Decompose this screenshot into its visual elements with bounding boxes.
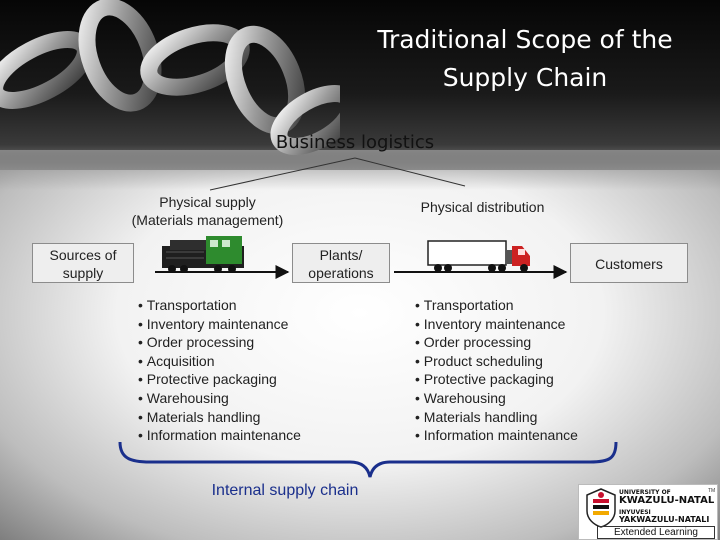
- truck-icon: [427, 240, 530, 272]
- distribution-activity: Inventory maintenance: [415, 315, 578, 334]
- slide-title-line-1: Traditional Scope of the: [377, 25, 673, 54]
- distribution-activity: Warehousing: [415, 389, 578, 408]
- sources-label-line-2: supply: [62, 265, 104, 281]
- supply-activity: Warehousing: [138, 389, 301, 408]
- logo-line-3: INYUVESI: [619, 509, 651, 516]
- plants-label-line-1: Plants/: [319, 247, 363, 263]
- supply-activity: Order processing: [138, 333, 301, 352]
- supply-activity: Transportation: [138, 296, 301, 315]
- logo-line-2: KWAZULU-NATAL: [619, 495, 715, 506]
- supply-activity: Acquisition: [138, 352, 301, 371]
- supply-activity: Inventory maintenance: [138, 315, 301, 334]
- materials-management-label: (Materials management): [131, 212, 284, 228]
- sources-label-line-1: Sources of: [49, 247, 117, 263]
- chain-links-image: [0, 0, 340, 155]
- physical-distribution-activities: Transportation Inventory maintenance Ord…: [415, 296, 578, 445]
- physical-distribution-label: Physical distribution: [420, 199, 545, 215]
- plants-operations-box: Plants/ operations: [292, 243, 390, 283]
- slide-title-line-2: Supply Chain: [442, 63, 608, 92]
- university-logo: UNIVERSITY OF KWAZULU-NATAL INYUVESI YAK…: [578, 484, 718, 540]
- distribution-activity: Transportation: [415, 296, 578, 315]
- business-logistics-label: Business logistics: [275, 132, 435, 153]
- supply-activity: Information maintenance: [138, 426, 301, 445]
- distribution-activity: Information maintenance: [415, 426, 578, 445]
- logo-line-1: UNIVERSITY OF: [619, 489, 671, 496]
- distribution-activity: Order processing: [415, 333, 578, 352]
- internal-supply-chain-label: Internal supply chain: [211, 482, 359, 499]
- logo-line-4: YAKWAZULU-NATALI: [619, 515, 710, 524]
- customers-box: Customers: [570, 243, 688, 283]
- crest-icon: [586, 488, 616, 528]
- header-fade: [0, 150, 720, 190]
- distribution-activity: Materials handling: [415, 408, 578, 427]
- header-band: [0, 0, 720, 170]
- physical-supply-label: Physical supply: [159, 194, 256, 210]
- extended-learning-label: Extended Learning: [597, 526, 715, 539]
- logo-trademark: TM: [708, 488, 716, 494]
- distribution-activity: Protective packaging: [415, 370, 578, 389]
- supply-activity: Protective packaging: [138, 370, 301, 389]
- plants-label-line-2: operations: [308, 265, 374, 281]
- supply-activity: Materials handling: [138, 408, 301, 427]
- physical-supply-activities: Transportation Inventory maintenance Ord…: [138, 296, 301, 445]
- sources-of-supply-box: Sources of supply: [32, 243, 134, 283]
- locomotive-icon: [162, 236, 244, 273]
- distribution-activity: Product scheduling: [415, 352, 578, 371]
